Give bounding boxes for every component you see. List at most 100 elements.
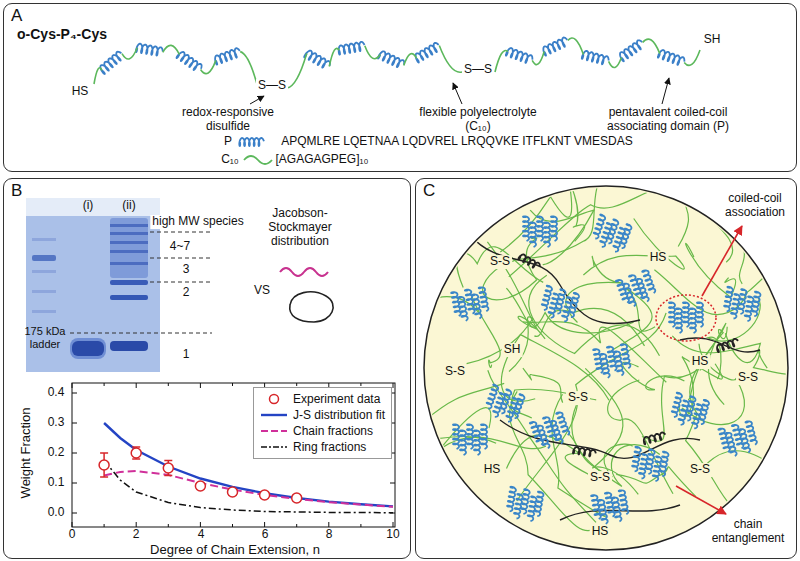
legend-row: Ring fractions [260,439,385,455]
panel-letter: C [423,181,435,201]
helix-domain [582,51,609,64]
helix-domain [543,38,567,56]
axis-tick [393,522,394,527]
chemical-group: HS [590,525,611,539]
plot-frame [72,383,395,527]
helix-domain [551,216,557,241]
chemical-group: SH [702,33,723,47]
helix-domain [620,40,642,61]
polyelectrolyte-linker [122,48,137,59]
helix-domain [672,393,682,417]
sequence-key: C₁₀ [219,153,241,167]
polyelectrolyte-strand [529,275,660,356]
gel-annotation: VS [252,284,272,298]
legend-text: Chain fractions [293,423,373,439]
helix-domain [620,224,631,248]
chemical-group: S—S [256,79,288,93]
polyelectrolyte-linker [439,46,462,73]
tick-label: 4 [198,528,205,542]
helix-domain [573,447,596,456]
gel-band [110,250,148,253]
polyelectrolyte-strand [467,317,533,372]
data-point [99,460,109,470]
gel-annotation: 3 [181,263,192,277]
gel-band [110,262,148,265]
legend-box: Experiment dataJ-S distribution fitChain… [253,387,392,459]
error-bar [100,452,108,454]
legend-text: Experiment data [293,391,380,407]
polyelectrolyte-strand [517,313,666,501]
band-guide [150,232,212,233]
helix-domain [487,385,498,409]
polyelectrolyte-strand [672,333,760,362]
polyelectrolyte-strand [754,350,800,375]
helix-domain [697,302,703,327]
chemical-group: HS [70,85,91,99]
polyelectrolyte-linker [495,51,508,72]
ring-curve [104,461,393,513]
data-point [195,481,205,491]
helix-domain [669,302,675,327]
helix-domain [518,255,539,268]
tick-label: 6 [262,528,269,542]
polyelectrolyte-strand [678,152,709,246]
axis-tick [72,423,77,424]
legend-sample [260,393,288,405]
gel-band [32,290,56,293]
chemical-group: HS [690,355,711,369]
legend-sample [261,446,287,448]
helix-domain [451,292,461,316]
axis-title: Weight Fraction [19,408,34,499]
leader-arrow [453,83,462,104]
helix-domain [752,292,761,317]
helix-domain [555,289,565,313]
helix-domain [683,302,689,327]
band-guide [150,258,212,259]
legend-sample [270,395,279,404]
helix-domain [556,413,569,436]
polyelectrolyte-strand [701,451,800,509]
linker-sample [244,156,272,164]
gel-band [110,280,148,285]
helix-domain [549,293,559,317]
helix-domain [731,294,740,319]
polymer-chain [94,38,700,165]
axis-tick [72,383,73,388]
axis-tick [393,383,394,388]
helix-domain [569,293,579,317]
gel-annotation: high MW species [150,215,245,229]
axis-tick [200,522,201,527]
helix-domain [177,52,202,70]
band-guide [70,333,212,334]
tick-label: 10 [386,528,399,542]
polyelectrolyte-linker [684,50,700,65]
legend-row: J-S distribution fit [260,407,385,423]
axis-tick [72,483,77,484]
chemical-group: S-S [736,371,760,385]
chemical-group: S-S [488,255,512,269]
axis-tick [360,383,361,386]
leader-arrow [702,226,742,296]
gel-band [110,224,148,227]
panel-letter: A [11,6,22,26]
helix-domain [692,404,702,428]
helix-domain [239,138,264,146]
helix-domain [506,48,533,63]
gel-band [110,295,148,300]
helix-domain [685,396,695,420]
polyelectrolyte-linker [568,38,584,55]
helix-domain [745,296,754,321]
gel-annotation: (i) [83,199,94,213]
gel-band [70,338,106,359]
data-point [163,463,173,473]
error-bar [164,475,172,477]
helix-domain [523,216,529,241]
tick-label: 0.3 [48,416,65,430]
data-point [228,487,238,497]
helix-domain [513,394,524,418]
helix-domain [339,42,365,55]
axis-tick [168,383,169,386]
legend-text: Ring fractions [293,439,366,455]
helix-domain [660,452,669,477]
